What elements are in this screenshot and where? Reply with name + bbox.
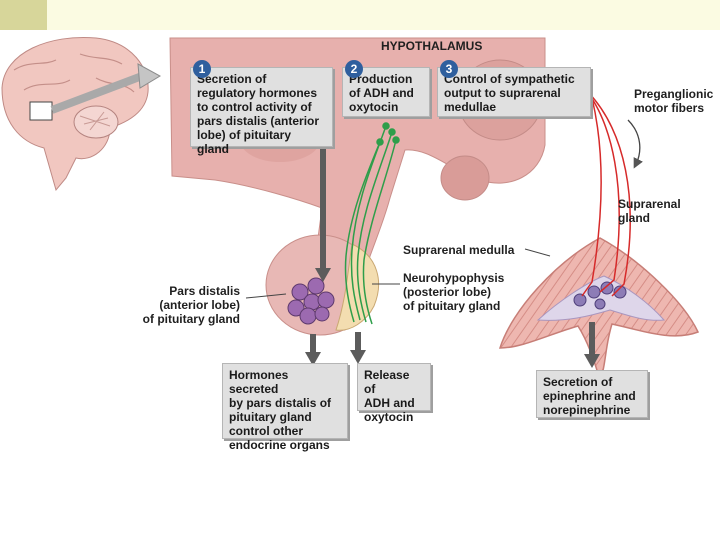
- step-3-number: 3: [440, 60, 458, 78]
- step-2-box: 2 Production of ADH and oxytocin: [342, 60, 430, 117]
- release-output-text: Release of ADH and oxytocin: [364, 368, 415, 424]
- secretion-output-box: Secretion of epinephrine and norepinephr…: [536, 370, 648, 418]
- suprarenal-medulla-label: Suprarenal medulla: [403, 243, 515, 257]
- neurohypophysis-label: Neurohypophysis (posterior lobe) of pitu…: [403, 271, 505, 313]
- preganglionic-fibers: [581, 87, 631, 297]
- secretion-output-text: Secretion of epinephrine and norepinephr…: [543, 375, 636, 417]
- suprarenal-gland-drawing: [498, 237, 700, 383]
- hypothalamus-diagram: HYPOTHALAMUS 1 Secretion of regulatory h…: [0, 30, 720, 452]
- slide-corner-accent: [0, 0, 47, 30]
- hormones-output-box: Hormones secreted by pars distalis of pi…: [222, 363, 348, 452]
- brain-thumbnail: [1, 36, 162, 192]
- step-2-text: Production of ADH and oxytocin: [349, 72, 414, 114]
- hormones-output-text: Hormones secreted by pars distalis of pi…: [229, 368, 332, 452]
- neurosecretory-fibers: [344, 122, 400, 325]
- step-3-text: Control of sympathetic output to suprare…: [444, 72, 575, 114]
- release-output-box: Release of ADH and oxytocin: [357, 363, 431, 424]
- preganglionic-label: Preganglionic motor fibers: [634, 87, 714, 115]
- pars-distalis-cells: [287, 277, 335, 325]
- suprarenal-gland-label: Suprarenal gland: [618, 197, 681, 225]
- diagram-title: HYPOTHALAMUS: [381, 39, 483, 53]
- step-1-box: 1 Secretion of regulatory hormones to co…: [190, 60, 333, 156]
- flow-arrows: [305, 138, 600, 368]
- pars-distalis-label: Pars distalis (anterior lobe) of pituita…: [142, 284, 240, 326]
- step-1-number: 1: [193, 60, 211, 78]
- slide-top-bar: [0, 0, 720, 30]
- fiber-direction-arrow: [627, 119, 643, 169]
- step-2-number: 2: [345, 60, 363, 78]
- leader-lines: [245, 248, 551, 299]
- step-3-box: 3 Control of sympathetic output to supra…: [437, 60, 591, 117]
- step-1-text: Secretion of regulatory hormones to cont…: [197, 72, 320, 156]
